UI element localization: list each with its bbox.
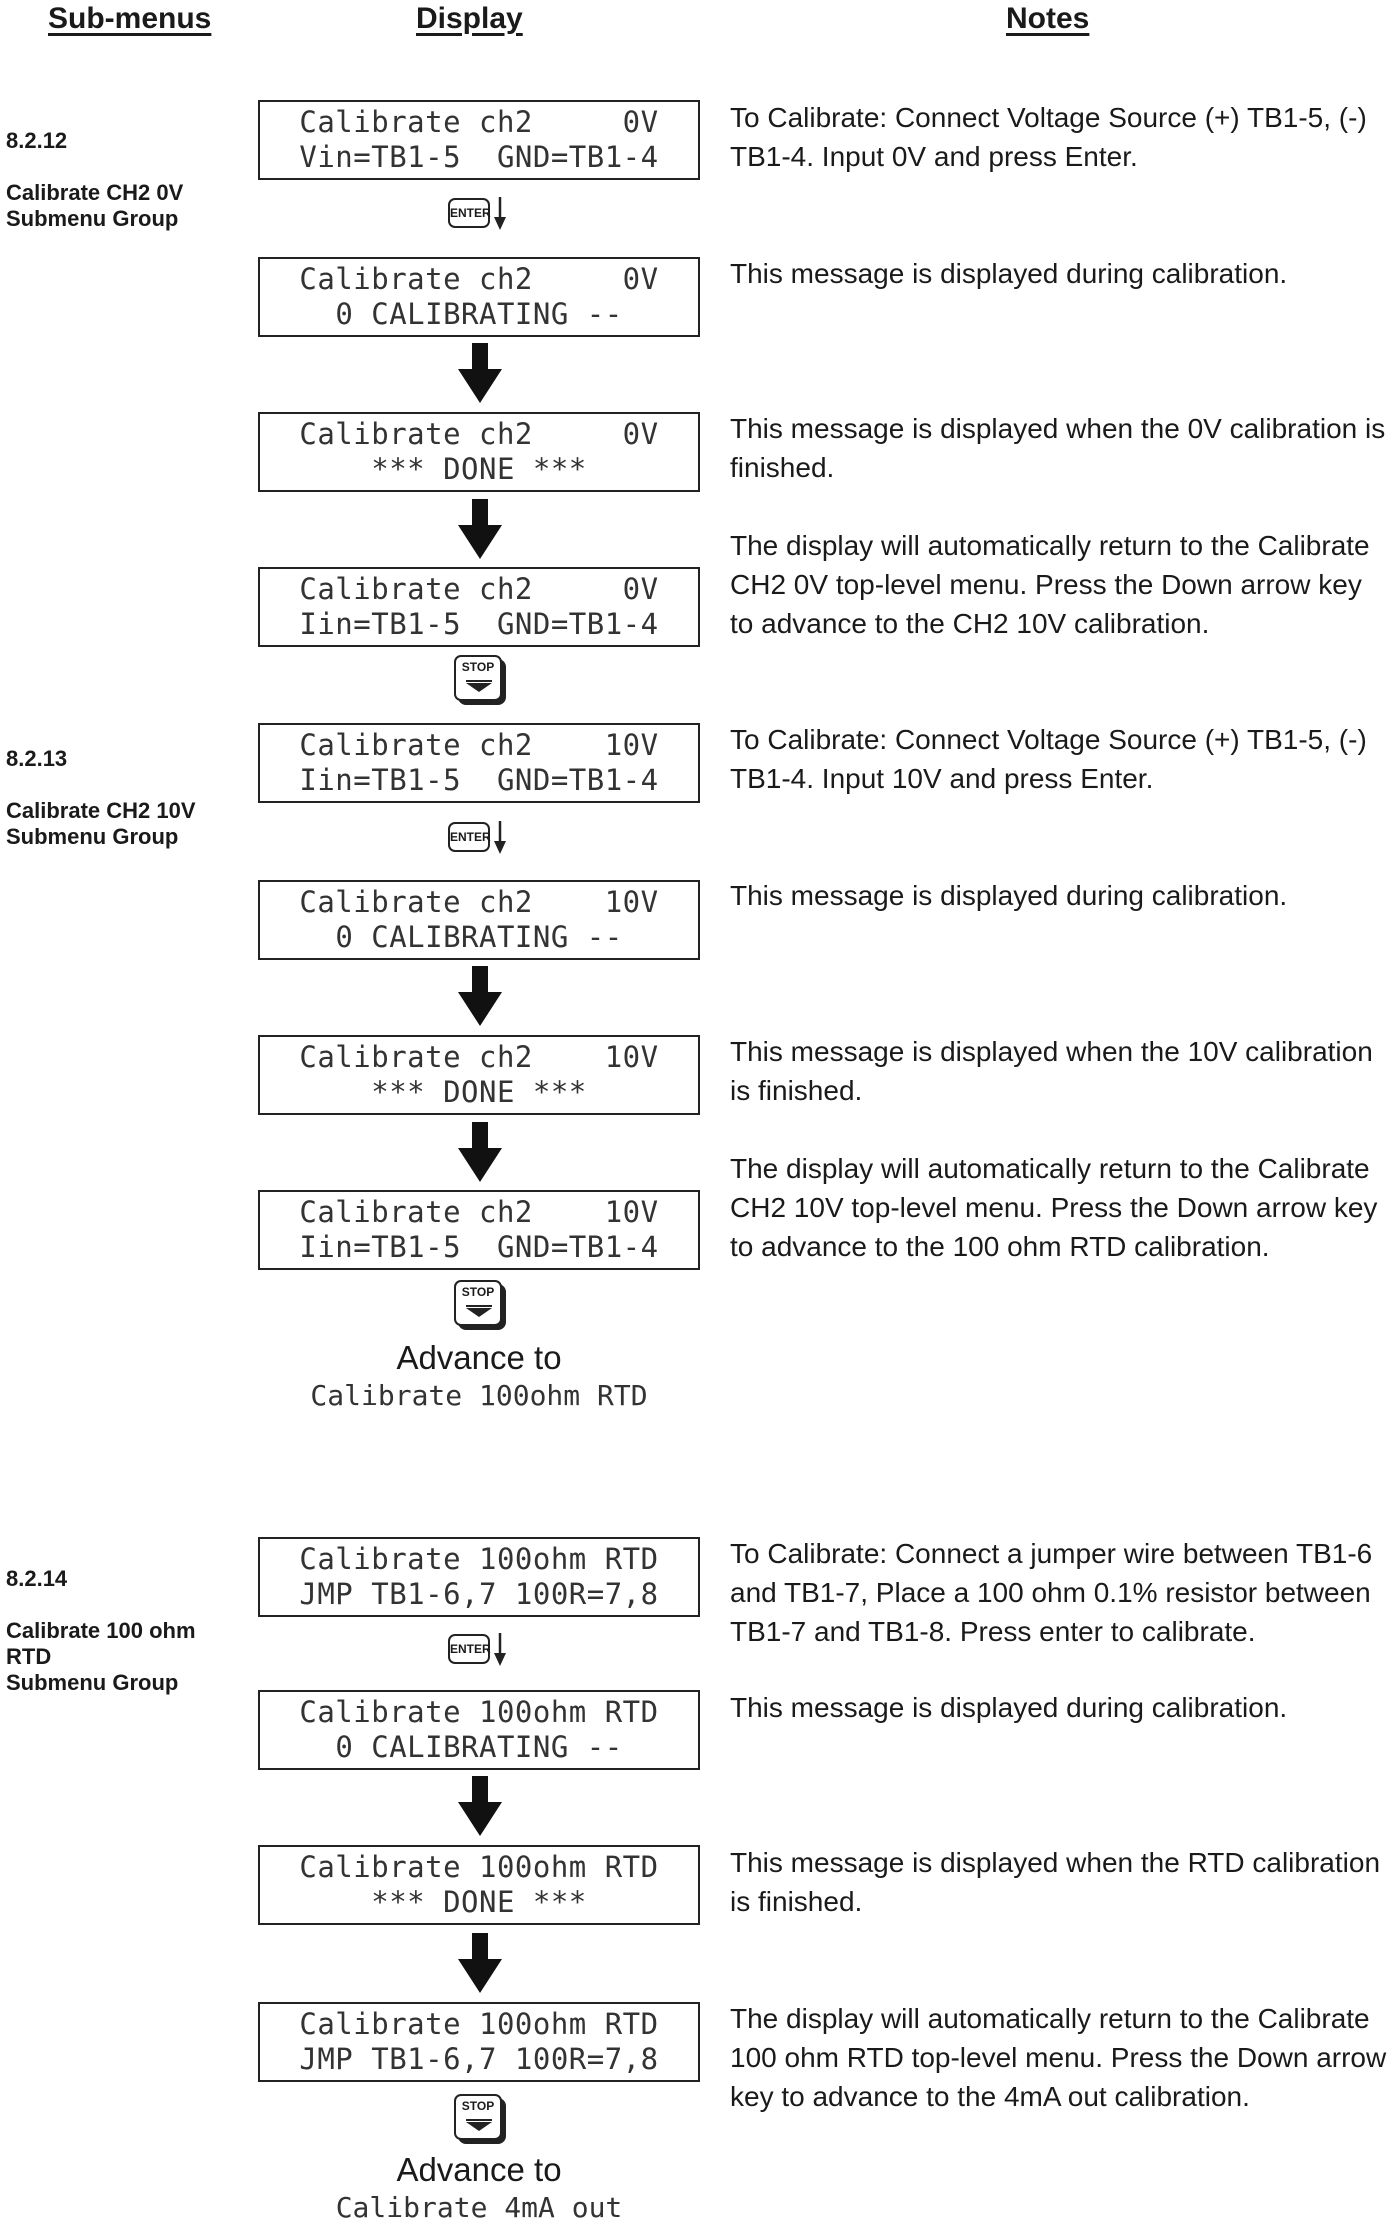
note-text: This message is displayed during calibra… — [730, 258, 1288, 289]
flow-arrow-icon — [458, 1122, 502, 1182]
stop-key-label: STOP — [461, 2099, 495, 2113]
note-text: This message is displayed during calibra… — [730, 880, 1288, 911]
lcd-line-2: Iin=TB1-5 GND=TB1-4 — [299, 607, 659, 641]
note-text: To Calibrate: Connect Voltage Source (+)… — [730, 724, 1367, 794]
section-number: 8.2.14 — [6, 1566, 68, 1591]
lcd-line-1: Calibrate ch2 0V — [299, 572, 659, 606]
lcd-line-1: Calibrate ch2 10V — [299, 1195, 659, 1229]
lcd-line-2: *** DONE *** — [371, 1885, 587, 1919]
enter-key[interactable]: ENTER — [448, 196, 508, 232]
lcd-line-2: 0 CALIBRATING -- — [335, 920, 623, 954]
stop-key[interactable]: STOP — [454, 655, 506, 705]
flow-arrow-icon — [458, 499, 502, 559]
lcd-line-1: Calibrate ch2 0V — [299, 417, 659, 451]
lcd-line-1: Calibrate ch2 10V — [299, 728, 659, 762]
lcd-line-2: 0 CALIBRATING -- — [335, 1730, 623, 1764]
flow-arrow-icon — [458, 1933, 502, 1993]
stop-key-label: STOP — [461, 1285, 495, 1299]
note-text: This message is displayed when the RTD c… — [730, 1847, 1381, 1917]
flow-arrow-icon — [458, 1776, 502, 1836]
lcd-line-2: *** DONE *** — [371, 1075, 587, 1109]
advance-target: Calibrate 4mA out — [335, 2191, 623, 2224]
lcd-display: Calibrate ch2 10V*** DONE *** — [258, 1035, 700, 1115]
lcd-line-2: Iin=TB1-5 GND=TB1-4 — [299, 1230, 659, 1264]
note-text: The display will automatically return to… — [730, 2003, 1387, 2112]
lcd-line-1: Calibrate ch2 0V — [299, 262, 659, 296]
lcd-line-2: 0 CALIBRATING -- — [335, 297, 623, 331]
enter-key[interactable]: ENTER — [448, 1632, 508, 1668]
flow-arrow-icon — [458, 966, 502, 1026]
lcd-line-1: Calibrate ch2 0V — [299, 105, 659, 139]
lcd-line-2: Vin=TB1-5 GND=TB1-4 — [299, 140, 659, 174]
submenus-header: Sub-menus — [48, 2, 212, 35]
section-rtd: 8.2.14 Calibrate 100 ohm RTD Submenu Gro… — [6, 1540, 196, 1722]
section-number: 8.2.12 — [6, 128, 68, 153]
down-arrow-icon — [466, 2119, 492, 2131]
stop-key[interactable]: STOP — [454, 1280, 506, 1330]
lcd-line-2: JMP TB1-6,7 100R=7,8 — [299, 1577, 659, 1611]
note-text: This message is displayed when the 10V c… — [730, 1036, 1373, 1106]
down-arrow-icon — [494, 1633, 506, 1666]
lcd-line-1: Calibrate 100ohm RTD — [299, 1695, 659, 1729]
section-ch2-0v: 8.2.12 Calibrate CH2 0V Submenu Group — [6, 102, 183, 258]
lcd-line-1: Calibrate ch2 10V — [299, 885, 659, 919]
section-title: Calibrate CH2 10V Submenu Group — [6, 798, 196, 849]
down-arrow-icon — [466, 1305, 492, 1317]
lcd-display: Calibrate ch2 0V*** DONE *** — [258, 412, 700, 492]
lcd-line-1: Calibrate 100ohm RTD — [299, 1850, 659, 1884]
advance-caption: Advance to Calibrate 100ohm RTD — [258, 1338, 700, 1414]
advance-label: Advance to — [396, 2151, 562, 2188]
lcd-line-2: *** DONE *** — [371, 452, 587, 486]
advance-target: Calibrate 100ohm RTD — [310, 1379, 648, 1412]
enter-key-label: ENTER — [448, 198, 491, 228]
section-title: Calibrate CH2 0V Submenu Group — [6, 180, 184, 231]
lcd-line-1: Calibrate 100ohm RTD — [299, 1542, 659, 1576]
notes-header: Notes — [1006, 2, 1090, 35]
display-header: Display — [416, 2, 523, 35]
note-text: The display will automatically return to… — [730, 530, 1370, 639]
flow-arrow-icon — [458, 343, 502, 403]
enter-key-label: ENTER — [448, 822, 491, 852]
note-text: The display will automatically return to… — [730, 1153, 1378, 1262]
down-arrow-icon — [494, 821, 506, 854]
lcd-line-1: Calibrate 100ohm RTD — [299, 2007, 659, 2041]
section-title: Calibrate 100 ohm RTD Submenu Group — [6, 1618, 196, 1695]
enter-key-label: ENTER — [448, 1634, 491, 1664]
down-arrow-icon — [494, 197, 506, 230]
section-number: 8.2.13 — [6, 746, 68, 771]
section-ch2-10v: 8.2.13 Calibrate CH2 10V Submenu Group — [6, 720, 196, 876]
lcd-line-2: Iin=TB1-5 GND=TB1-4 — [299, 763, 659, 797]
lcd-line-2: JMP TB1-6,7 100R=7,8 — [299, 2042, 659, 2076]
stop-key-label: STOP — [461, 660, 495, 674]
advance-caption: Advance to Calibrate 4mA out — [258, 2150, 700, 2226]
note-text: This message is displayed when the 0V ca… — [730, 413, 1386, 483]
advance-label: Advance to — [396, 1339, 562, 1376]
enter-key[interactable]: ENTER — [448, 820, 508, 856]
stop-key[interactable]: STOP — [454, 2094, 506, 2144]
down-arrow-icon — [466, 680, 492, 692]
note-text: To Calibrate: Connect Voltage Source (+)… — [730, 102, 1367, 172]
note-text: This message is displayed during calibra… — [730, 1692, 1288, 1723]
note-text: To Calibrate: Connect a jumper wire betw… — [730, 1538, 1373, 1647]
lcd-display: Calibrate 100ohm RTD*** DONE *** — [258, 1845, 700, 1925]
lcd-line-1: Calibrate ch2 10V — [299, 1040, 659, 1074]
